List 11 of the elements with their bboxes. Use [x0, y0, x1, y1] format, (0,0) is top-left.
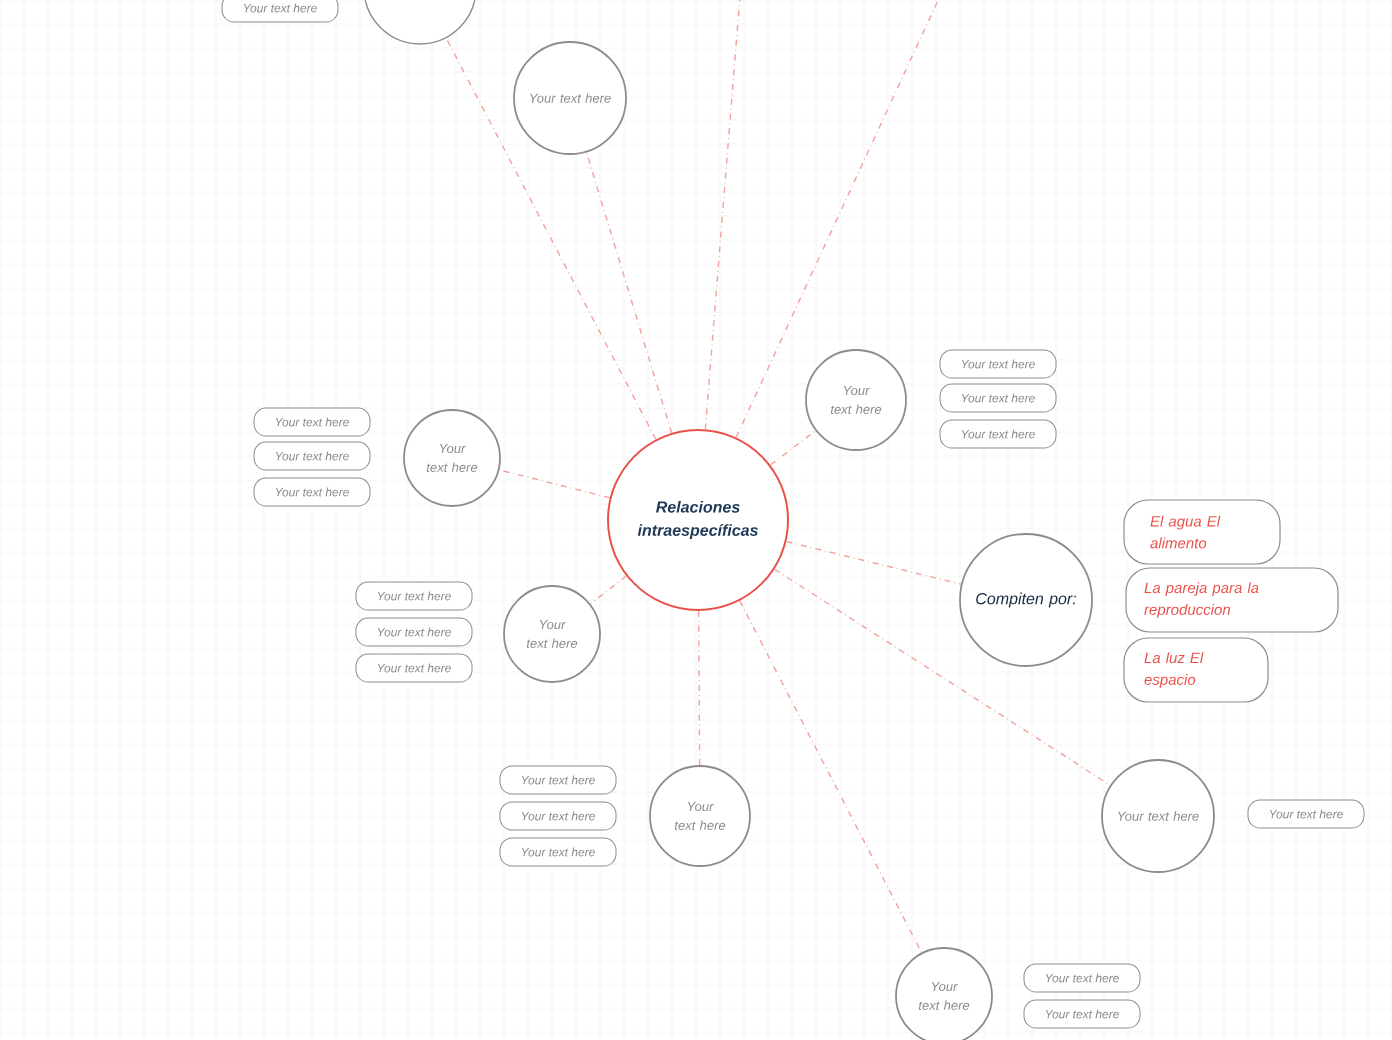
connector-line [785, 540, 962, 585]
connector-line [704, 0, 741, 430]
connector-line [589, 575, 627, 605]
connector-line [697, 610, 701, 766]
connector-line [769, 430, 817, 466]
connector-line [585, 151, 673, 434]
connector-line [498, 469, 611, 499]
connector-line [735, 0, 941, 439]
connector-line [445, 37, 657, 441]
connector-line [773, 568, 1111, 786]
connector-line [739, 600, 923, 954]
